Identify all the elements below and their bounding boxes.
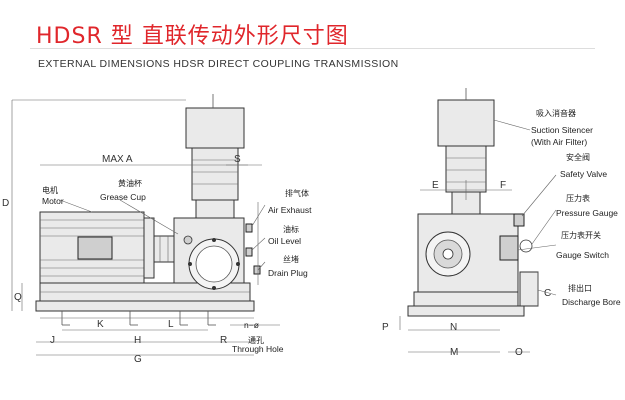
dim-e: E: [432, 180, 439, 191]
motor-end-flange: [143, 217, 155, 279]
silencer-top: [185, 107, 245, 149]
gauge-switch-label: Gauge Switch: [556, 250, 609, 260]
page-title-zh: HDSR 型 直联传动外形尺寸图: [36, 24, 349, 49]
title-divider: [30, 48, 595, 49]
air-exhaust-symbol: [245, 223, 253, 233]
dim-p: P: [382, 322, 389, 333]
safety-valve-symbol: [513, 213, 525, 227]
silencer-body: [191, 147, 239, 201]
oil-level-symbol: [245, 247, 253, 257]
discharge-bore-label-zh: 排出口: [568, 283, 592, 293]
discharge-bore-label: Discharge Bore: [562, 297, 621, 307]
right-base-frame: [413, 291, 519, 307]
motor-label: Motor: [42, 196, 64, 206]
oil-level-label-zh: 油标: [283, 224, 299, 234]
pressure-gauge-label: Pressure Gauge: [556, 208, 618, 218]
dim-n: N: [450, 322, 457, 333]
oil-level-label: Oil Level: [268, 236, 301, 246]
dim-r: R: [220, 335, 227, 346]
dim-d: D: [2, 198, 9, 209]
coupling: [153, 235, 175, 263]
dim-m: M: [450, 347, 458, 358]
right-base-plate: [407, 305, 525, 317]
drain-plug-label: Drain Plug: [268, 268, 308, 278]
dim-k: K: [97, 319, 104, 330]
silencer-top-right: [437, 99, 495, 147]
drain-plug-symbol: [253, 265, 261, 275]
dim-l: L: [168, 319, 174, 330]
dim-c: C: [544, 288, 551, 299]
gauge-switch-label-zh: 压力表开关: [561, 230, 601, 240]
grease-cup-symbol: [183, 235, 193, 245]
left-view: [11, 94, 280, 356]
dim-o: O: [515, 347, 523, 358]
dim-g: G: [134, 354, 142, 365]
grease-cup-label: Grease Cup: [100, 192, 146, 202]
pressure-gauge-label-zh: 压力表: [566, 193, 590, 203]
inlet-neck: [195, 199, 235, 219]
dim-q: Q: [14, 292, 22, 303]
left-base-plate: [35, 300, 255, 312]
safety-valve-label: Safety Valve: [560, 169, 607, 179]
through-hole-symbol: n−ø: [244, 320, 259, 330]
suction-silencer-filter-label: (With Air Filter): [531, 137, 587, 147]
page-title-en: EXTERNAL DIMENSIONS HDSR DIRECT COUPLING…: [38, 58, 399, 70]
through-hole-label: Through Hole: [232, 344, 284, 354]
drain-plug-label-zh: 丝堵: [283, 254, 299, 264]
dim-s: S: [234, 154, 241, 165]
suction-silencer-label-zh: 吸入消音器: [536, 108, 576, 118]
air-exhaust-label: Air Exhaust: [268, 205, 312, 215]
discharge-pipe: [519, 271, 539, 307]
right-view: [399, 88, 557, 353]
grease-cup-label-zh: 黄油杯: [118, 178, 142, 188]
dim-max-a: MAX A: [102, 154, 133, 165]
motor-label-zh: 电机: [42, 185, 58, 195]
motor-terminal-box: [77, 236, 113, 260]
motor-fins: [40, 219, 144, 277]
dim-f: F: [500, 180, 506, 191]
air-exhaust-label-zh: 排气体: [285, 188, 309, 198]
pressure-gauge-symbol: [519, 239, 533, 253]
dim-j: J: [50, 335, 55, 346]
suction-silencer-label: Suction Sitencer: [531, 125, 593, 135]
dim-h: H: [134, 335, 141, 346]
safety-valve-label-zh: 安全阀: [566, 152, 590, 162]
through-hole-label-zh: 通孔: [248, 335, 264, 345]
gauge-switch-body: [499, 235, 519, 261]
